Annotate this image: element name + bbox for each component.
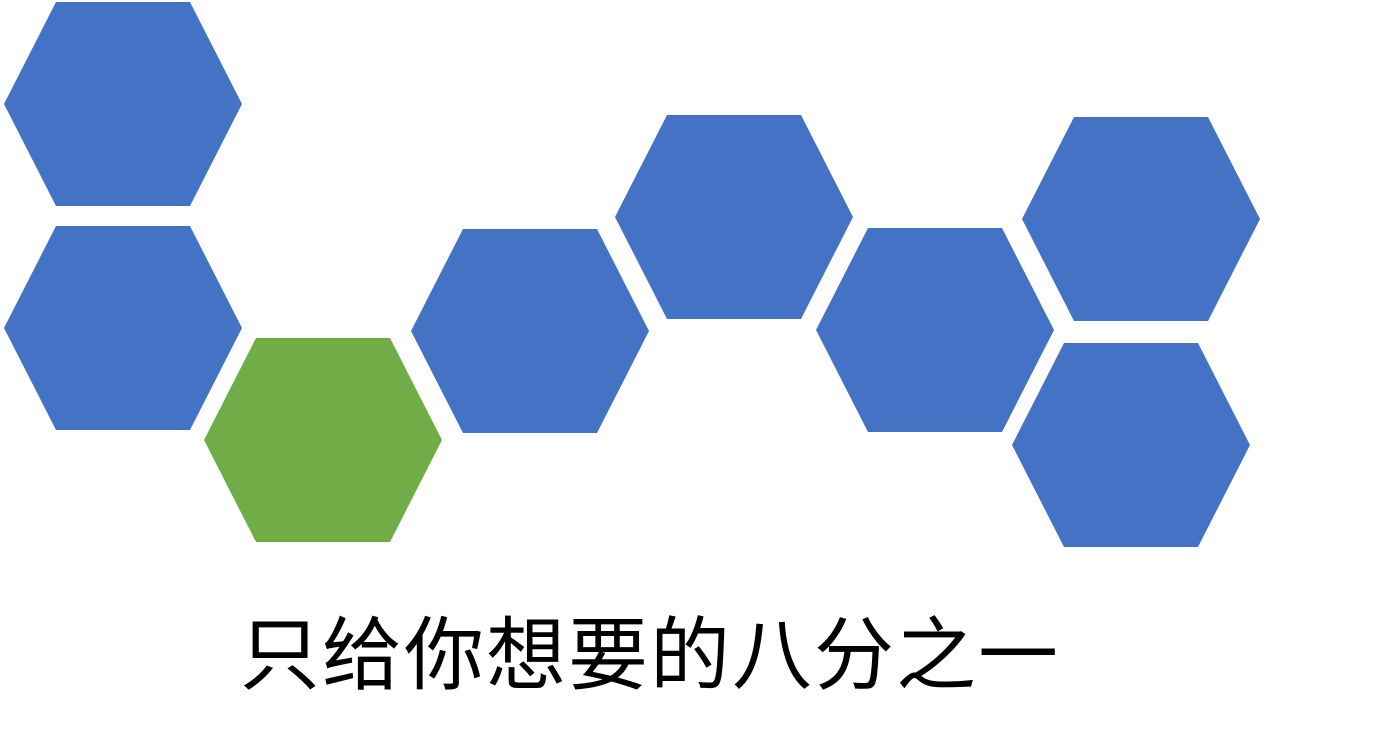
green-hexagon-3 (204, 338, 442, 542)
blue-hexagon-4 (411, 229, 649, 433)
blue-hexagon-5 (615, 115, 853, 319)
blue-hexagon-7 (1022, 117, 1260, 321)
blue-hexagon-2 (4, 226, 242, 430)
blue-hexagon-1 (4, 2, 242, 206)
blue-hexagon-8 (1012, 343, 1250, 547)
caption-text: 只给你想要的八分之一 (240, 609, 1060, 702)
blue-hexagon-6 (816, 228, 1054, 432)
